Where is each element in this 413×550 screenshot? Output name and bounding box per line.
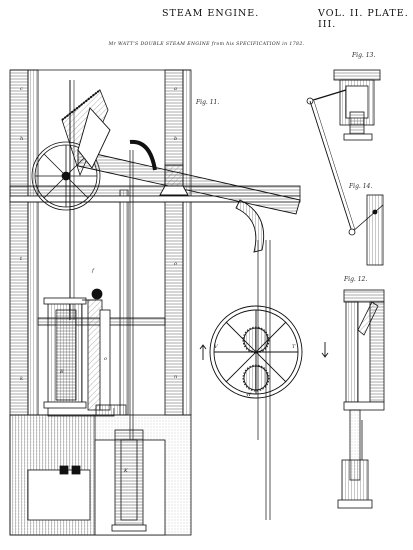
reference-letters: c h t k a b o n fB oK V T W	[20, 86, 296, 474]
fig12-pump	[337, 289, 385, 509]
flywheel	[199, 305, 329, 399]
svg-text:b: b	[174, 136, 177, 142]
svg-text:W: W	[246, 392, 252, 398]
svg-text:t: t	[20, 256, 23, 262]
svg-text:B: B	[59, 369, 64, 375]
figure-14-label: Fig. 14.	[349, 183, 373, 190]
svg-text:K: K	[123, 468, 128, 474]
fig13-valve	[306, 69, 381, 233]
plate-subtitle: Mr WATT'S DOUBLE STEAM ENGINE from his S…	[108, 42, 305, 47]
engine-house-frame	[9, 69, 301, 416]
svg-text:a: a	[174, 86, 177, 92]
svg-text:k: k	[20, 376, 23, 382]
svg-text:n: n	[174, 374, 177, 380]
figure-12-label: Fig. 12.	[344, 276, 368, 283]
fig14-linkage	[348, 194, 384, 266]
svg-text:h: h	[20, 136, 23, 142]
svg-text:T: T	[292, 344, 296, 350]
svg-text:o: o	[174, 261, 177, 267]
beam	[77, 107, 301, 253]
foundation	[9, 414, 192, 536]
air-pump	[111, 429, 147, 532]
small-wheel	[31, 141, 101, 211]
svg-text:V: V	[214, 344, 219, 350]
figure-13-label: Fig. 13.	[352, 52, 376, 59]
cylinder	[43, 288, 127, 417]
svg-text:c: c	[20, 86, 23, 92]
figure-11-label: Fig. 11.	[196, 99, 220, 106]
svg-text:o: o	[104, 356, 107, 362]
svg-text:f: f	[91, 268, 95, 274]
volume-plate-label: VOL. II. PLATE. III.	[318, 8, 409, 30]
plate-title: STEAM ENGINE.	[162, 8, 260, 19]
